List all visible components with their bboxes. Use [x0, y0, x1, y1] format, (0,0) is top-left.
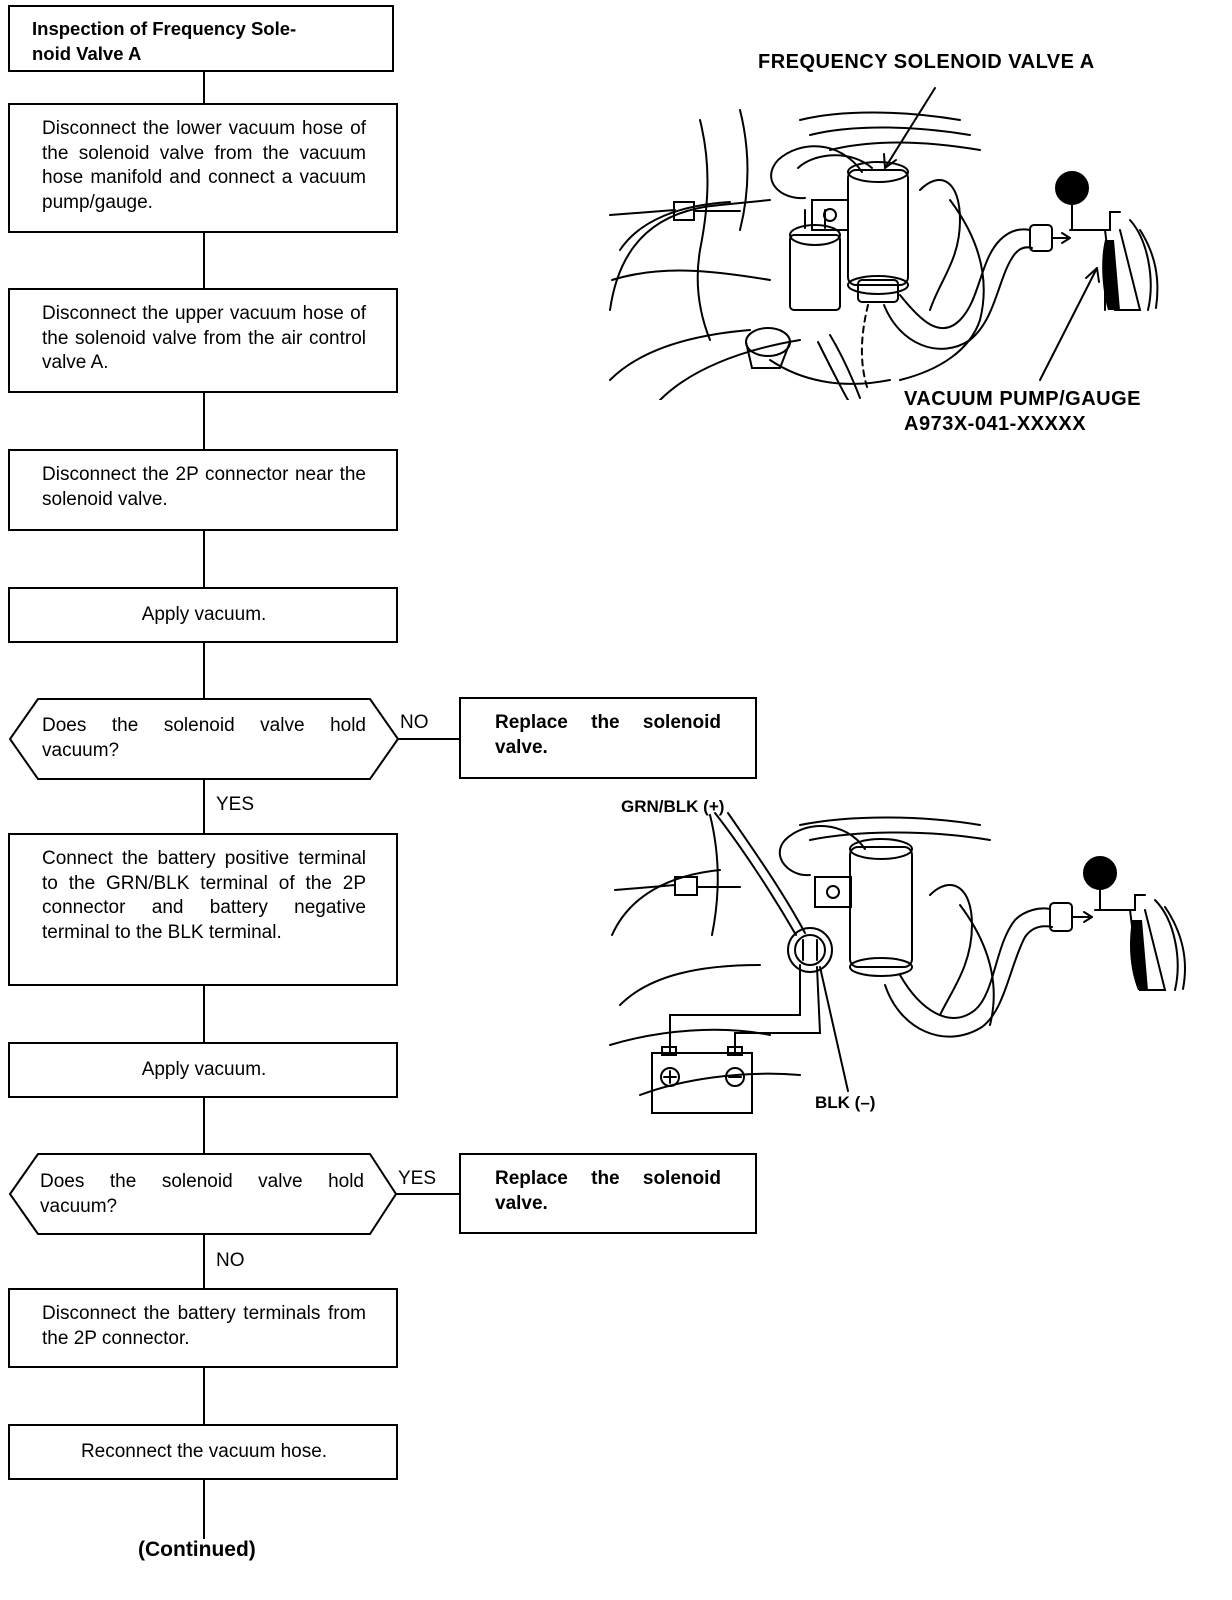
connector-line: [203, 231, 205, 289]
connector-line: [203, 1479, 205, 1539]
step-disconnect-2p-connector: Disconnect the 2P connector near the sol…: [8, 449, 398, 531]
connector-line: [203, 392, 205, 450]
connector-line: [203, 1097, 205, 1155]
connector-line: [203, 778, 205, 834]
figure2-battery-wiring-illustration: [609, 812, 1186, 1114]
decision-1-no-label: NO: [400, 712, 429, 733]
decision-1-yes-label: YES: [216, 794, 255, 815]
connector-line: [203, 642, 205, 700]
decision-diamond-2: [8, 1153, 398, 1235]
step-disconnect-upper-hose: Disconnect the upper vacuum hose of the …: [8, 288, 398, 393]
continued-note: (Continued): [138, 1538, 256, 1561]
decision-question-1: Does the solenoid valve hold vacuum?: [42, 715, 366, 761]
figure2-label-positive: GRN/BLK (+): [621, 797, 725, 816]
connector-line: [394, 1193, 460, 1195]
step-apply-vacuum-1: Apply vacuum.: [8, 587, 398, 643]
decision-2-no-label: NO: [216, 1250, 245, 1271]
figure1-engine-illustration: [609, 87, 1159, 400]
connector-line: [203, 530, 205, 588]
figure2-label-negative: BLK (–): [815, 1093, 876, 1112]
connector-line: [203, 1367, 205, 1425]
step-connect-battery: Connect the battery positive terminal to…: [8, 833, 398, 986]
figure1-label-pump-part-number: A973X-041-XXXXX: [904, 413, 1087, 435]
action-replace-valve-1: Replace the solenoid valve.: [459, 697, 757, 779]
step-reconnect-hose: Reconnect the vacuum hose.: [8, 1424, 398, 1480]
decision-2-yes-label: YES: [398, 1168, 437, 1189]
figure1-label-valve: FREQUENCY SOLENOID VALVE A: [758, 51, 1095, 73]
step-disconnect-lower-hose: Disconnect the lower vacuum hose of the …: [8, 103, 398, 233]
connector-line: [396, 738, 460, 740]
flowchart-title: Inspection of Frequency Sole- noid Valve…: [8, 5, 394, 72]
decision-question-2: Does the solenoid valve hold vacuum?: [40, 1171, 364, 1217]
action-replace-valve-2: Replace the solenoid valve.: [459, 1153, 757, 1234]
connector-line: [203, 71, 205, 104]
figure1-label-pump: VACUUM PUMP/GAUGE: [904, 388, 1142, 410]
step-disconnect-battery: Disconnect the battery terminals from th…: [8, 1288, 398, 1368]
step-apply-vacuum-2: Apply vacuum.: [8, 1042, 398, 1098]
connector-line: [203, 1233, 205, 1289]
connector-line: [203, 985, 205, 1043]
decision-diamond-1: [8, 698, 400, 780]
